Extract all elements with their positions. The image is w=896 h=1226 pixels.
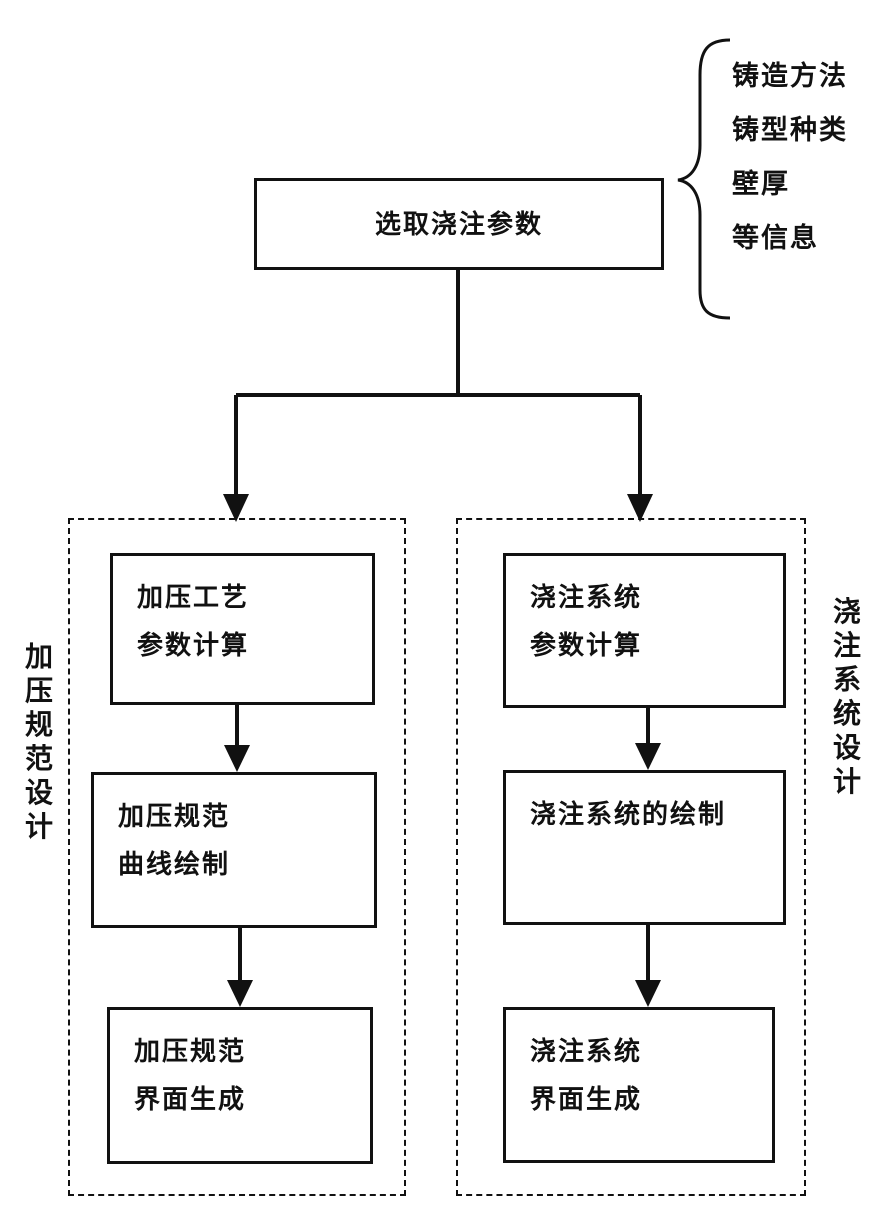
group-label-char: 注 [832, 629, 861, 662]
gating-system-design-group [456, 518, 806, 1196]
group-label-char: 范 [24, 742, 53, 775]
arrowhead-right-1 [635, 743, 661, 770]
gating-params-calc-line2: 参数计算 [530, 631, 643, 661]
arrowhead-right-group [627, 494, 653, 522]
gating-interface-gen-line1: 浇注系统 [530, 1037, 643, 1067]
select-pouring-params-box: 选取浇注参数 [254, 178, 664, 270]
gating-params-calc-line1: 浇注系统 [530, 583, 643, 613]
arrowhead-right-2 [635, 980, 661, 1007]
pressure-curve-draw-line1: 加压规范 [118, 802, 231, 832]
pressurization-design-label: 加压规范设计 [22, 640, 56, 844]
group-label-char: 设 [832, 731, 861, 764]
pressurization-design-group [68, 518, 406, 1196]
pressure-params-calc-line2: 参数计算 [137, 631, 250, 661]
group-label-char: 加 [24, 640, 53, 673]
pressure-curve-draw-line2: 曲线绘制 [118, 850, 231, 880]
group-label-char: 浇 [832, 595, 861, 628]
gating-params-calc-box: 浇注系统 参数计算 [503, 553, 786, 708]
group-label-char: 统 [832, 697, 861, 730]
pressure-interface-gen-line2: 界面生成 [134, 1085, 247, 1115]
arrowhead-left-1 [224, 745, 250, 772]
pressure-interface-gen-box: 加压规范 界面生成 [107, 1007, 373, 1164]
gating-system-design-label: 浇注系统设计 [830, 595, 864, 799]
gating-system-draw-box: 浇注系统的绘制 [503, 770, 786, 925]
pressure-interface-gen-line1: 加压规范 [134, 1037, 247, 1067]
pressure-params-calc-box: 加压工艺 参数计算 [110, 553, 375, 705]
side-note-line: 铸型种类 [732, 115, 848, 146]
gating-system-draw-line1: 浇注系统的绘制 [530, 800, 727, 830]
side-note-line: 等信息 [732, 223, 819, 254]
select-pouring-params-label: 选取浇注参数 [374, 210, 543, 240]
pressure-params-calc-line1: 加压工艺 [137, 583, 250, 613]
group-label-char: 压 [24, 674, 53, 707]
side-note-line: 壁厚 [732, 169, 790, 200]
group-label-char: 计 [832, 765, 861, 798]
group-label-char: 计 [24, 810, 53, 843]
group-label-char: 系 [832, 663, 861, 696]
curly-brace [677, 38, 731, 320]
gating-interface-gen-box: 浇注系统 界面生成 [503, 1007, 775, 1163]
side-note: 铸造方法 铸型种类 壁厚 等信息 [732, 50, 892, 266]
arrowhead-left-group [223, 494, 249, 522]
arrowhead-left-2 [227, 980, 253, 1007]
group-label-char: 规 [24, 708, 53, 741]
gating-interface-gen-line2: 界面生成 [530, 1085, 643, 1115]
side-note-line: 铸造方法 [732, 61, 848, 92]
group-label-char: 设 [24, 776, 53, 809]
pressure-curve-draw-box: 加压规范 曲线绘制 [91, 772, 377, 928]
